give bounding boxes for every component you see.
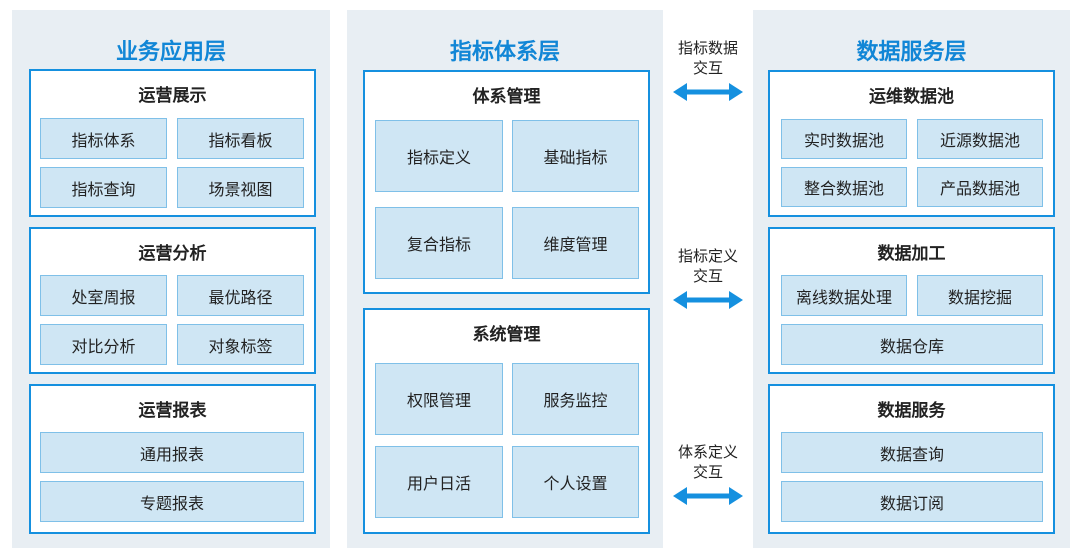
group-operations-reports: 运营报表 通用报表 专题报表 [29, 384, 316, 534]
item-basic-indicator[interactable]: 基础指标 [512, 120, 639, 192]
group-title: 运营报表 [138, 401, 207, 421]
item-weekly-report[interactable]: 处室周报 [40, 275, 167, 316]
group-title: 系统管理 [472, 325, 541, 345]
interaction-label-line2: 交互 [692, 267, 723, 285]
item-realtime-data-pool[interactable]: 实时数据池 [781, 119, 907, 159]
group-system-management: 体系管理 指标定义 基础指标 复合指标 维度管理 [363, 70, 650, 294]
item-daily-active-users[interactable]: 用户日活 [375, 446, 503, 518]
interaction-label-line1: 体系定义 [677, 443, 738, 461]
interaction-label-line1: 指标数据 [677, 39, 738, 57]
item-indicator-query[interactable]: 指标查询 [40, 167, 167, 208]
item-indicator-definition[interactable]: 指标定义 [375, 120, 503, 192]
group-title: 数据服务 [877, 401, 946, 421]
indicator-layer-title: 指标体系层 [449, 40, 560, 65]
group-operations-analysis: 运营分析 处室周报 最优路径 对比分析 对象标签 [29, 227, 316, 374]
group-title: 数据加工 [877, 244, 946, 264]
group-ops-data-pool: 运维数据池 实时数据池 近源数据池 整合数据池 产品数据池 [768, 70, 1055, 217]
item-composite-indicator[interactable]: 复合指标 [375, 207, 503, 279]
interaction-label-line2: 交互 [692, 463, 723, 481]
double-arrow-icon [673, 487, 743, 505]
item-indicator-board[interactable]: 指标看板 [177, 118, 304, 159]
item-data-subscription[interactable]: 数据订阅 [781, 481, 1043, 522]
item-offline-data-processing[interactable]: 离线数据处理 [781, 275, 907, 316]
business-layer-column: 业务应用层 运营展示 指标体系 指标看板 指标查询 场景视图 运营分析 处室周报… [12, 10, 330, 548]
item-comparison-analysis[interactable]: 对比分析 [40, 324, 167, 365]
interaction-indicator-data: 指标数据 交互 [663, 38, 753, 102]
item-product-data-pool[interactable]: 产品数据池 [917, 167, 1043, 207]
group-data-processing: 数据加工 离线数据处理 数据挖掘 数据仓库 [768, 227, 1055, 374]
item-object-tags[interactable]: 对象标签 [177, 324, 304, 365]
group-title: 运维数据池 [869, 87, 954, 107]
item-integrated-data-pool[interactable]: 整合数据池 [781, 167, 907, 207]
interaction-system-definition: 体系定义 交互 [663, 442, 753, 506]
item-optimal-path[interactable]: 最优路径 [177, 275, 304, 316]
item-scene-view[interactable]: 场景视图 [177, 167, 304, 208]
group-platform-management: 系统管理 权限管理 服务监控 用户日活 个人设置 [363, 308, 650, 534]
double-arrow-icon [673, 83, 743, 101]
indicator-layer-column: 指标体系层 体系管理 指标定义 基础指标 复合指标 维度管理 系统管理 权限管理… [347, 10, 663, 548]
double-arrow-icon [673, 291, 743, 309]
item-data-warehouse[interactable]: 数据仓库 [781, 324, 1043, 365]
interaction-label-line2: 交互 [692, 59, 723, 77]
item-general-report[interactable]: 通用报表 [40, 432, 304, 473]
item-data-mining[interactable]: 数据挖掘 [917, 275, 1043, 316]
business-layer-title: 业务应用层 [115, 40, 226, 65]
group-title: 体系管理 [472, 87, 541, 107]
item-dimension-management[interactable]: 维度管理 [512, 207, 639, 279]
item-topic-report[interactable]: 专题报表 [40, 481, 304, 522]
item-personal-settings[interactable]: 个人设置 [512, 446, 639, 518]
item-indicator-system[interactable]: 指标体系 [40, 118, 167, 159]
data-layer-column: 数据服务层 运维数据池 实时数据池 近源数据池 整合数据池 产品数据池 数据加工… [753, 10, 1070, 548]
interaction-label-line1: 指标定义 [677, 247, 738, 265]
group-title: 运营展示 [138, 86, 207, 106]
group-data-services: 数据服务 数据查询 数据订阅 [768, 384, 1055, 534]
interaction-indicator-definition: 指标定义 交互 [663, 246, 753, 310]
item-data-query[interactable]: 数据查询 [781, 432, 1043, 473]
data-layer-title: 数据服务层 [856, 40, 967, 65]
item-service-monitoring[interactable]: 服务监控 [512, 363, 639, 435]
item-permission-management[interactable]: 权限管理 [375, 363, 503, 435]
group-title: 运营分析 [138, 244, 207, 264]
item-near-source-data-pool[interactable]: 近源数据池 [917, 119, 1043, 159]
group-operations-display: 运营展示 指标体系 指标看板 指标查询 场景视图 [29, 69, 316, 217]
